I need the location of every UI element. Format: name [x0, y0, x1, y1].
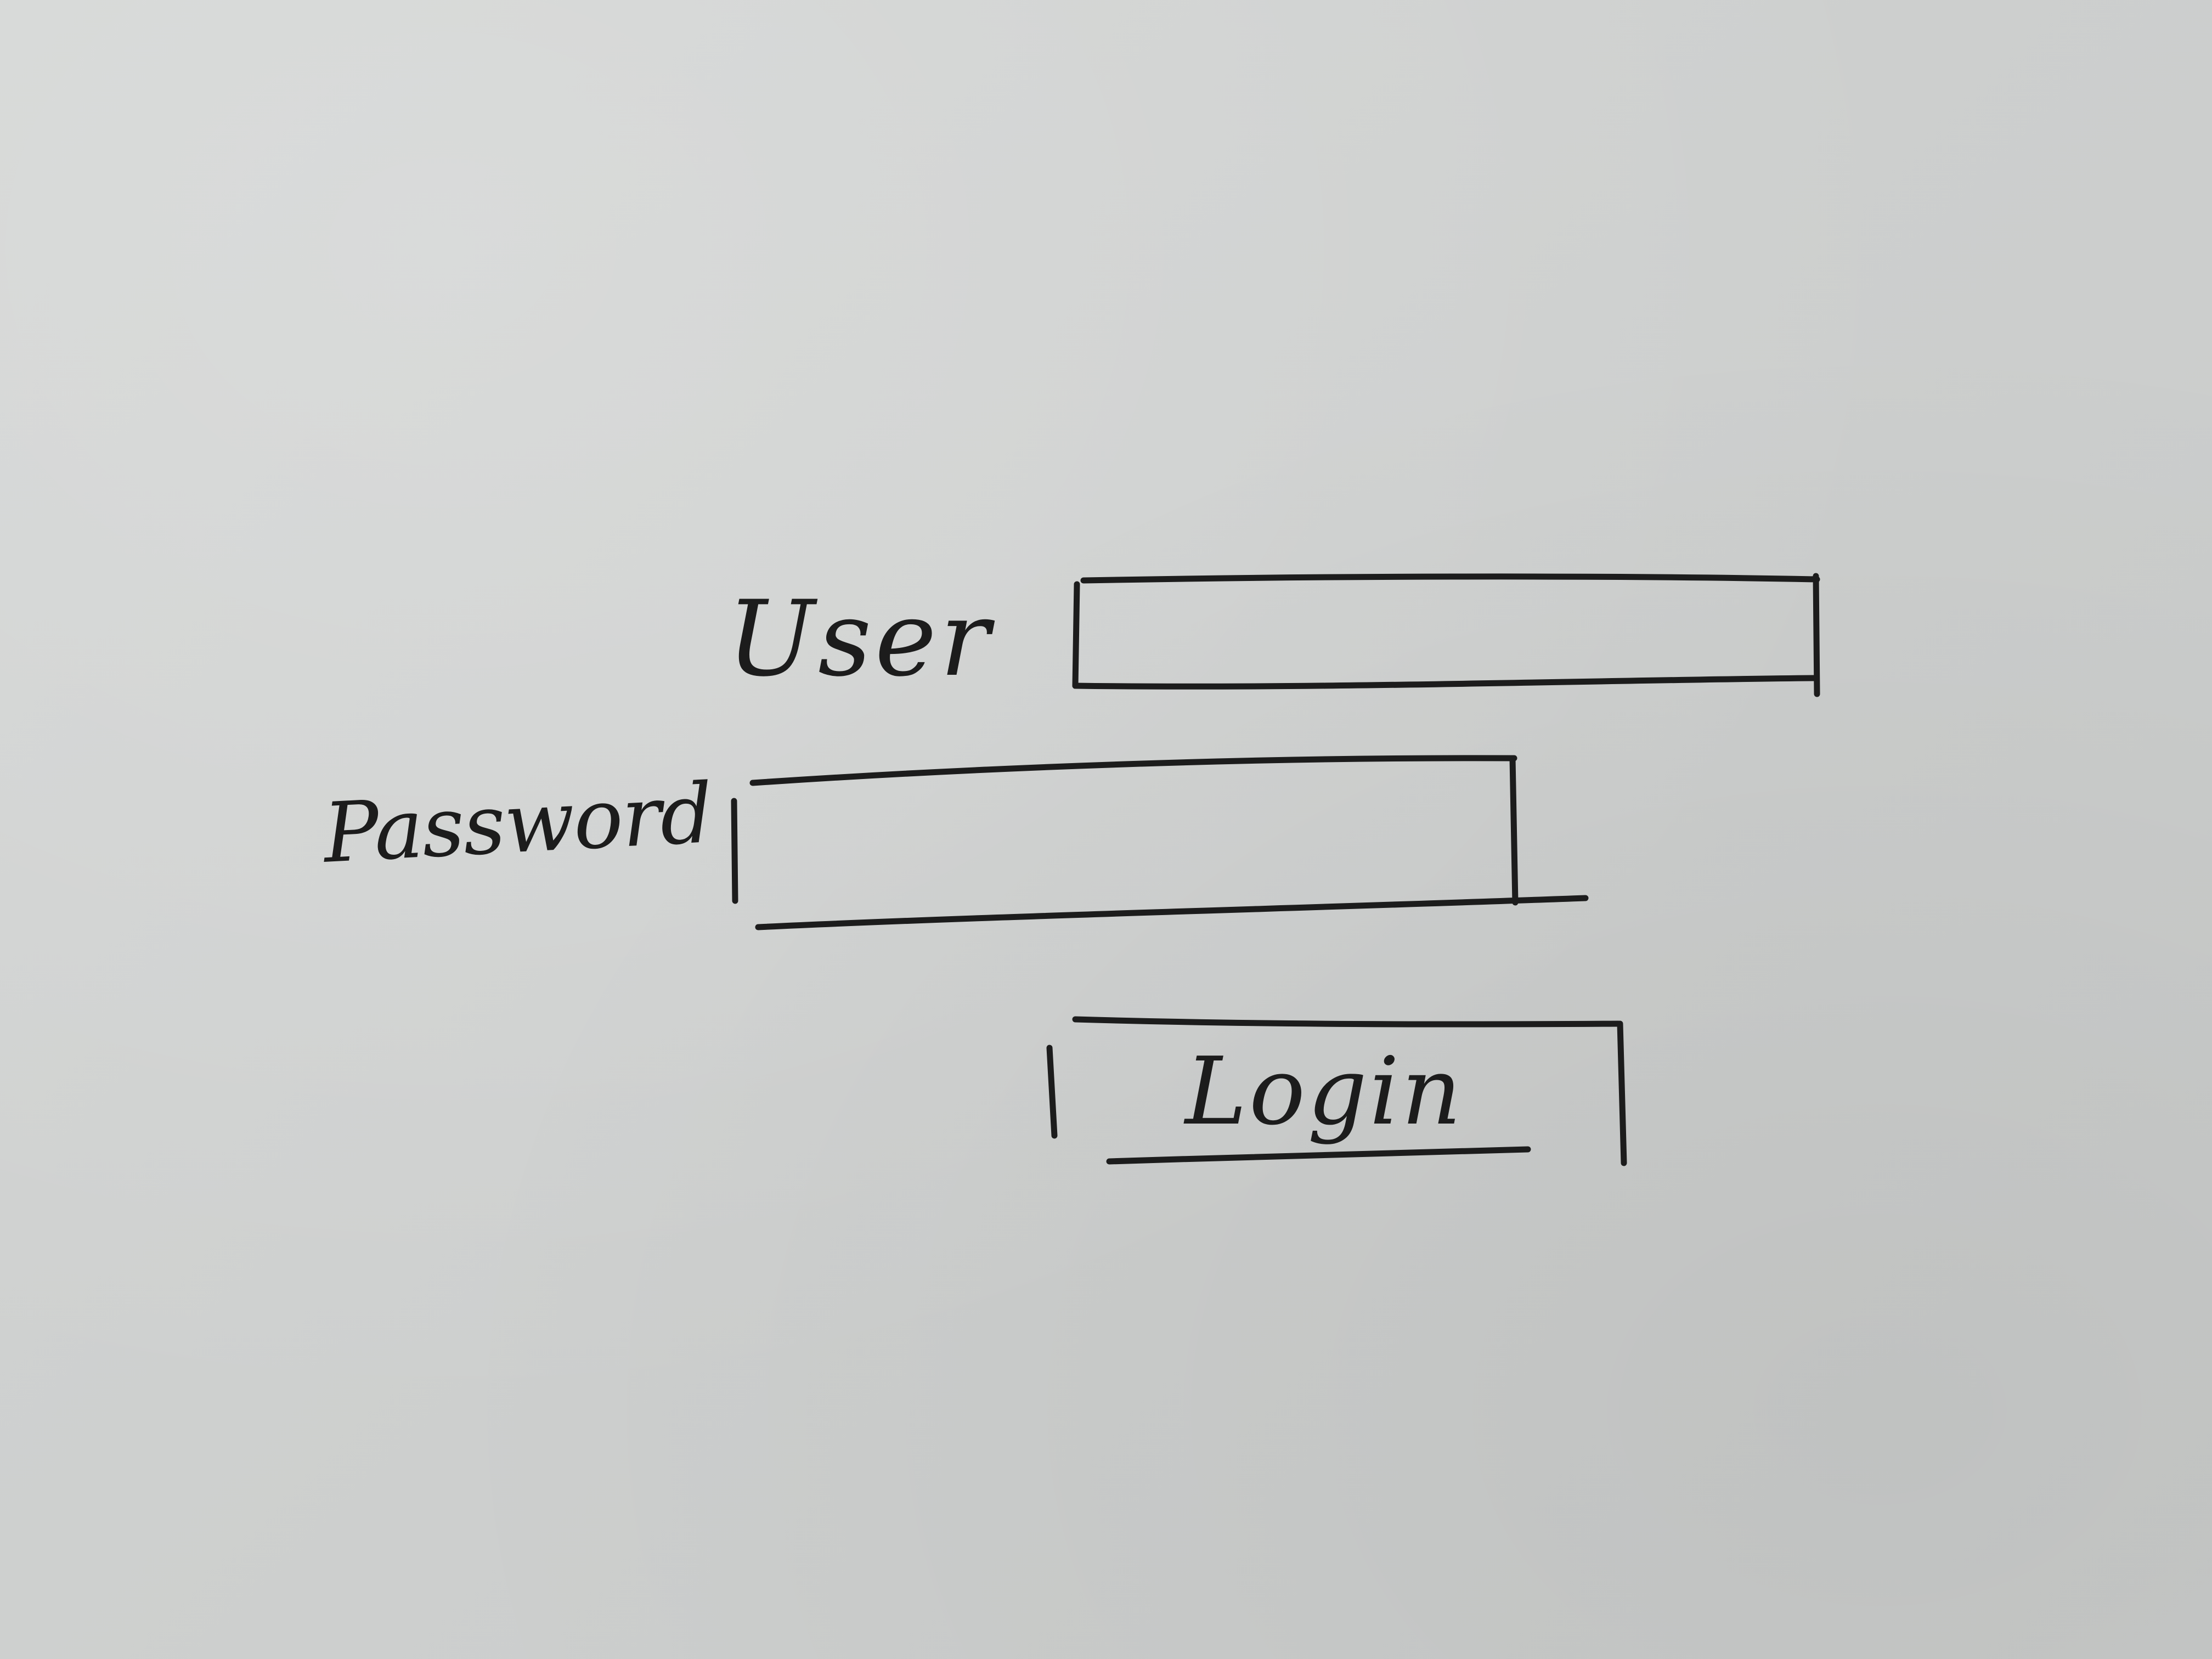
user-label: User [727, 578, 993, 699]
user-input[interactable] [1084, 582, 1813, 686]
password-input[interactable] [743, 768, 1509, 919]
password-label: Password [321, 766, 714, 882]
login-button-label: Login [1185, 1037, 1464, 1146]
